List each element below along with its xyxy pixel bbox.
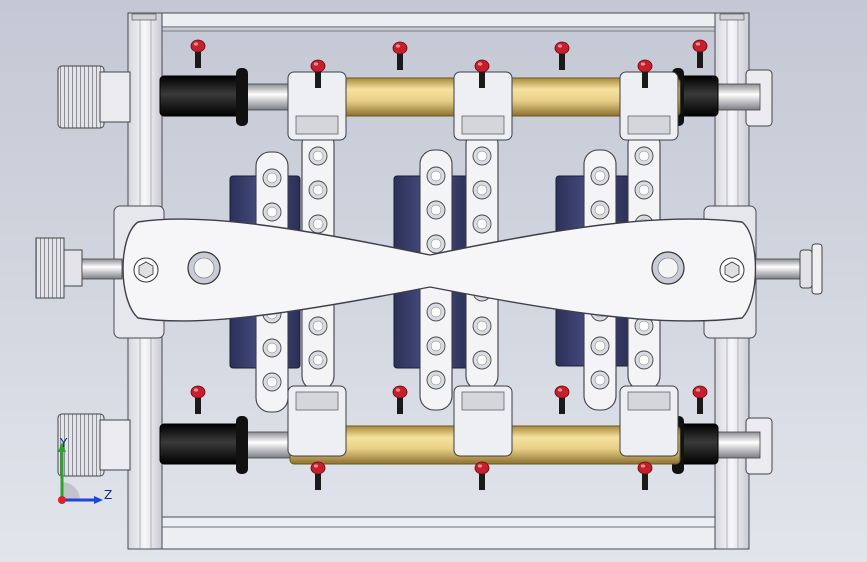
axis-z-label: Z: [104, 488, 113, 502]
right-pulley-shaft[interactable]: [754, 243, 823, 295]
knurled-knob-icon[interactable]: [57, 413, 131, 477]
axis-y-label: Y: [60, 436, 68, 450]
red-bolts: [190, 39, 708, 490]
hex-bolt-icon: [474, 461, 490, 490]
rod-clamp[interactable]: [619, 385, 679, 457]
rod-clamp[interactable]: [287, 71, 347, 141]
hex-bolt-icon: [637, 461, 653, 490]
hex-bolt-icon: [190, 39, 206, 68]
rod-clamp[interactable]: [287, 385, 347, 457]
hex-bolt-icon: [474, 59, 490, 88]
rod-clamp[interactable]: [619, 71, 679, 141]
link-plates[interactable]: [255, 129, 661, 413]
black-sleeve: [159, 75, 241, 117]
frame-bottom-rail: [127, 516, 749, 550]
hex-bolt-icon: [392, 41, 408, 70]
hex-bolt-icon: [692, 385, 708, 414]
hex-bolt-icon: [637, 59, 653, 88]
black-sleeve: [159, 423, 241, 465]
frame-top-rail: [127, 12, 749, 28]
hex-bolt-icon: [554, 41, 570, 70]
rod-clamp[interactable]: [453, 71, 513, 141]
hex-bolt-icon: [190, 385, 206, 414]
rod-clamps[interactable]: [287, 71, 679, 457]
knurled-knob-icon[interactable]: [57, 65, 131, 129]
hex-bolt-icon: [310, 461, 326, 490]
rod-clamp[interactable]: [453, 385, 513, 457]
coordinate-triad-icon: [58, 442, 103, 504]
hex-bolt-icon: [692, 39, 708, 68]
hex-bolt-icon: [392, 385, 408, 414]
hex-bolt-icon: [554, 385, 570, 414]
left-gear-shaft[interactable]: [35, 237, 123, 299]
hex-bolt-icon: [310, 59, 326, 88]
central-link-bar[interactable]: [122, 218, 757, 322]
